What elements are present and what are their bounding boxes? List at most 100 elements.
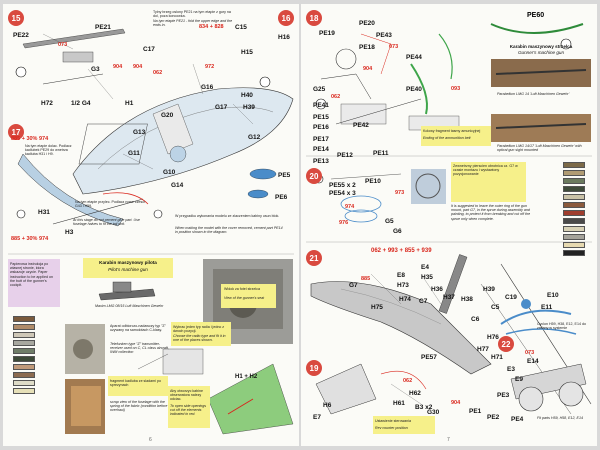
note-text: W przypadku wykonania modelu ze zlaczeni… <box>175 214 280 218</box>
part-label: G5 <box>385 218 394 225</box>
part-label: G10 <box>163 169 176 176</box>
fragment-box: fragment kadluba ze sladami po sprezynac… <box>108 376 168 396</box>
color-swatch <box>13 340 35 346</box>
ammo-note-en: Ending of the ammunition belt <box>423 136 471 140</box>
color-swatch <box>563 170 585 176</box>
part-label: E3 <box>507 366 515 373</box>
left-page: 15 16 17 PE22 PE21 C15 H15 H16 C17 G3 H7… <box>3 4 299 446</box>
part-label: PE17 <box>313 136 329 143</box>
ammo-box: Kolowy fragment tasmy amunicyjnej Ending… <box>421 126 491 146</box>
step-17-badge: 17 <box>8 124 24 140</box>
right-diagram <box>306 23 592 415</box>
color-swatch <box>13 364 35 370</box>
page-number: 7 <box>447 437 450 443</box>
paint-code: 062 <box>403 378 413 384</box>
part-label: G13 <box>133 129 146 136</box>
part-label: E11 <box>541 304 553 311</box>
paint-formula: 062 + 993 + 855 + 939 <box>371 248 432 254</box>
part-label: C19 <box>505 294 517 301</box>
color-swatch <box>13 316 35 322</box>
step-21-badge: 21 <box>306 250 322 266</box>
color-swatch <box>13 356 35 362</box>
part-label: H77 <box>477 346 489 353</box>
part-label: C17 <box>143 46 155 53</box>
part-label: H40 <box>241 92 253 99</box>
part-label: C6 <box>471 316 480 323</box>
paint-code: 972 <box>205 64 215 70</box>
cut-open-note-en: To open side openings cut off the elemen… <box>170 404 207 417</box>
part-label: H35 <box>421 274 433 281</box>
step-22-badge: 22 <box>498 336 514 352</box>
cyclo-note: Cyclon H59, H38, E12, E14 do zmiany w sy… <box>537 322 586 331</box>
radio-note-en: Telefunken type "Z" transmitter-receiver… <box>110 342 169 355</box>
radio-choice-note: Wybrac jeden typ radia i jedno z dwoch p… <box>173 325 225 334</box>
part-label: PE6 <box>275 194 288 201</box>
part-label: H37 <box>443 294 455 301</box>
color-swatch <box>563 210 585 216</box>
paint-code: 073 <box>58 42 68 48</box>
paint-code: 073 <box>389 44 399 50</box>
paint-code: 062 <box>331 94 341 100</box>
paint-code: 062 <box>153 70 163 76</box>
paint-code: 973 <box>395 190 405 196</box>
step-15-badge: 15 <box>8 10 24 26</box>
part-label: G20 <box>161 112 174 119</box>
part-label: E14 <box>527 358 539 365</box>
part-label: PE41 <box>313 102 329 109</box>
color-swatch <box>563 178 585 184</box>
paint-code: 885 + 30% 974 <box>11 236 49 242</box>
paint-code: 885 + 30% 974 <box>11 136 49 142</box>
color-swatch <box>13 348 35 354</box>
rev-counter-note: Ustawienie sterowania <box>375 419 411 423</box>
part-label: G7 <box>349 282 358 289</box>
part-label: H75 <box>371 304 383 311</box>
rev-counter-note-en: Rev counter position <box>375 426 408 430</box>
paint-code: 834 + 828 <box>199 24 224 30</box>
part-label: H36 <box>431 286 443 293</box>
paint-code: 885 <box>361 276 371 282</box>
color-swatch <box>563 162 585 168</box>
part-label: H39 <box>243 104 255 111</box>
part-label: PE22 <box>13 32 29 39</box>
part-label: H74 <box>399 296 411 303</box>
part-label: G3 <box>91 66 100 73</box>
part-label: H38 <box>461 296 473 303</box>
part-label: PE43 <box>376 32 392 39</box>
fragment-note: fragment kadluba ze sladami po sprezynac… <box>110 379 161 388</box>
part-label: H15 <box>241 49 253 56</box>
part-label: H62 <box>409 390 421 397</box>
part-label: E8 <box>397 272 405 279</box>
left-diagram <box>8 28 294 435</box>
gunner-gun-title: Karabin maszynowy strzelca <box>509 44 573 49</box>
color-swatch <box>13 324 35 330</box>
paper-instruction-box: Papierowa instrukcja po wlasnej stronie,… <box>8 259 60 307</box>
radio-choice-box: Wybrac jeden typ radia i jedno z dwoch p… <box>171 322 231 346</box>
part-label: C15 <box>235 24 247 31</box>
part-label: G11 <box>128 150 140 157</box>
color-swatch <box>13 380 35 386</box>
seat-view-caption-en: View of the gunner's seat <box>224 296 265 300</box>
color-swatch <box>563 186 585 192</box>
step-16-badge: 16 <box>278 10 294 26</box>
color-swatch <box>563 202 585 208</box>
rev-counter-box: Ustawienie sterowania Rev counter positi… <box>373 416 435 434</box>
color-swatch <box>13 372 35 378</box>
pe54-label: PE54 x 3 <box>329 190 356 197</box>
part-label: H1 <box>125 100 134 107</box>
paint-code: 904 <box>133 64 143 70</box>
paint-code: 976 <box>339 220 349 226</box>
part-label: PE1 <box>469 408 482 415</box>
color-swatch <box>563 218 585 224</box>
part-label: H16 <box>278 34 290 41</box>
color-swatch <box>563 234 585 240</box>
part-label: PE12 <box>337 152 353 159</box>
note-text: Na tym etapie PE21 - fold the upper edge… <box>153 19 233 28</box>
part-label: H3 <box>65 229 74 236</box>
radio-note: Aparat odbiorczo-nadawczy typ "Z" uzywan… <box>110 324 166 333</box>
part-label: G30 <box>427 409 440 416</box>
part-label: E9 <box>515 376 523 383</box>
paint-code: 073 <box>525 350 535 356</box>
pilot-gun-title-box <box>83 258 173 278</box>
right-page: 18 20 21 19 22 PE60 Karabin maszynowy st… <box>301 4 597 446</box>
paint-code: 974 <box>345 204 355 210</box>
